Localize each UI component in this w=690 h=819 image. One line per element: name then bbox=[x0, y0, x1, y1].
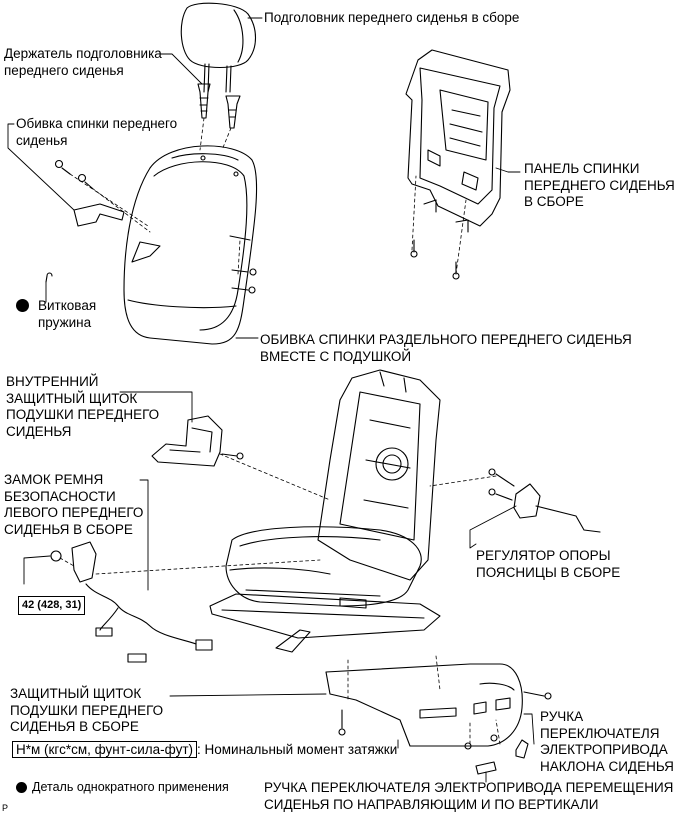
inner-shield-drawing bbox=[151, 415, 244, 467]
slide-knob-drawing bbox=[475, 761, 497, 775]
seat-belt-buckle-drawing bbox=[50, 541, 213, 663]
seatback-cover-drawing bbox=[123, 145, 258, 345]
seat-cushion-drawing bbox=[225, 526, 422, 607]
separate-back-cover-label: ОБИВКА СПИНКИ РАЗДЕЛЬНОГО ПЕРЕДНЕГО СИДЕ… bbox=[260, 332, 632, 364]
non-reusable-part-icon bbox=[16, 299, 29, 312]
corner-mark: P bbox=[2, 803, 9, 813]
lumbar-support-label: РЕГУЛЯТОР ОПОРЫ ПОЯСНИЦЫ В СБОРЕ bbox=[476, 548, 621, 580]
dashed-lines bbox=[59, 117, 501, 745]
lumbar-support-drawing bbox=[488, 468, 601, 533]
cushion-shield-label: ЗАЩИТНЫЙ ЩИТОК ПОДУШКИ ПЕРЕДНЕГО СИДЕНЬЯ… bbox=[10, 686, 164, 734]
headrest-holder-label: Держатель подголовника переднего сиденья bbox=[4, 46, 162, 78]
seat-belt-buckle-label: ЗАМОК РЕМНЯ БЕЗОПАСНОСТИ ЛЕВОГО ПЕРЕДНЕГ… bbox=[4, 472, 144, 537]
non-reusable-legend-icon bbox=[16, 782, 27, 793]
coil-spring-label: Витковая пружина bbox=[38, 298, 97, 330]
recline-knob-label: РУЧКА ПЕРЕКЛЮЧАТЕЛЯ ЭЛЕКТРОПРИВОДА НАКЛО… bbox=[540, 709, 674, 774]
torque-unit-text: : Номинальный момент затяжки bbox=[197, 742, 398, 757]
seatback-cover-trim-label: Обивка спинки переднего сиденья bbox=[16, 116, 178, 148]
seatback-cover-trim-drawing bbox=[54, 159, 125, 227]
recline-knob-drawing bbox=[515, 739, 529, 759]
torque-legend: Н*м (кгс*см, фунт-сила-фут): Номинальный… bbox=[12, 741, 397, 759]
headrest-holder-drawing bbox=[197, 83, 241, 129]
torque-value-box: 42 (428, 31) bbox=[18, 596, 86, 615]
headrest-drawing bbox=[180, 2, 257, 93]
back-panel-label: ПАНЕЛЬ СПИНКИ ПЕРЕДНЕГО СИДЕНЬЯ В СБОРЕ bbox=[524, 161, 675, 209]
back-panel-drawing bbox=[405, 49, 511, 280]
slide-vertical-knob-label: РУЧКА ПЕРЕКЛЮЧАТЕЛЯ ЭЛЕКТРОПРИВОДА ПЕРЕМ… bbox=[264, 780, 674, 812]
leader-lines bbox=[7, 17, 535, 783]
inner-shield-label: ВНУТРЕННИЙ ЗАЩИТНЫЙ ЩИТОК ПОДУШКИ ПЕРЕДН… bbox=[6, 374, 160, 439]
seat-track-drawing bbox=[209, 593, 441, 653]
torque-unit-box: Н*м (кгс*см, фунт-сила-фут) bbox=[12, 741, 197, 758]
cushion-shield-drawing bbox=[325, 663, 552, 750]
seat-frame-drawing bbox=[317, 369, 441, 581]
non-reusable-legend-label: Деталь однократного применения bbox=[32, 780, 229, 794]
headrest-label: Подголовник переднего сиденья в сборе bbox=[264, 10, 520, 25]
coil-spring-drawing bbox=[45, 272, 53, 283]
